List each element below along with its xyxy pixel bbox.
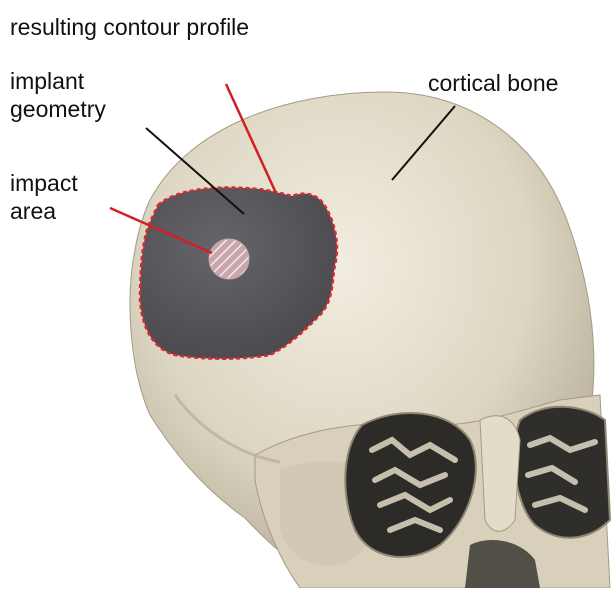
label-resulting-contour-profile: resulting contour profile <box>10 14 249 41</box>
label-cortical-bone: cortical bone <box>428 70 558 97</box>
impact-area <box>209 239 249 279</box>
nasal-bridge <box>480 416 520 532</box>
label-implant-geometry-line2: geometry <box>10 96 106 123</box>
label-implant-geometry-line1: implant <box>10 68 84 95</box>
label-impact-area-line2: area <box>10 198 56 225</box>
label-impact-area-line1: impact <box>10 170 78 197</box>
